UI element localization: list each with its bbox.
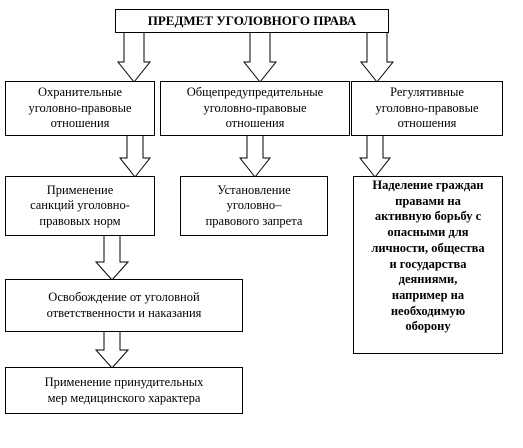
regulatory-relations-box: Регулятивные уголовно-правовые отношения	[351, 81, 503, 136]
release-box: Освобождение от уголовной ответственност…	[5, 279, 243, 332]
protective-relations-text: Охранительные уголовно-правовые отношени…	[28, 85, 132, 131]
arrow-sanctions-to-release	[94, 233, 130, 281]
arrow-title-to-protective	[116, 30, 152, 83]
prohibition-box: Установление уголовно– правового запрета	[180, 176, 328, 236]
sanctions-text: Применение санкций уголовно- правовых но…	[30, 182, 130, 228]
arrow-protective-to-sanctions	[118, 133, 152, 178]
empowerment-box: Наделение граждан правами на активную бо…	[353, 176, 503, 354]
arrow-release-to-medical	[94, 329, 130, 369]
title-text: ПРЕДМЕТ УГОЛОВНОГО ПРАВА	[147, 13, 357, 29]
preventive-relations-box: Общепредупредительные уголовно-правовые …	[160, 81, 350, 136]
medical-measures-text: Применение принудительных мер медицинско…	[44, 375, 204, 405]
arrow-title-to-preventive	[242, 30, 278, 83]
protective-relations-box: Охранительные уголовно-правовые отношени…	[5, 81, 155, 136]
release-text: Освобождение от уголовной ответственност…	[46, 290, 202, 320]
sanctions-box: Применение санкций уголовно- правовых но…	[5, 176, 155, 236]
subject-of-criminal-law-title: ПРЕДМЕТ УГОЛОВНОГО ПРАВА	[115, 9, 389, 33]
arrow-title-to-regulatory	[359, 30, 395, 83]
preventive-relations-text: Общепредупредительные уголовно-правовые …	[186, 85, 324, 131]
arrow-regulatory-to-empowerment	[358, 133, 392, 178]
prohibition-text: Установление уголовно– правового запрета	[205, 182, 303, 228]
empowerment-text: Наделение граждан правами на активную бо…	[371, 178, 485, 334]
arrow-preventive-to-prohibition	[238, 133, 272, 178]
regulatory-relations-text: Регулятивные уголовно-правовые отношения	[375, 85, 479, 131]
medical-measures-box: Применение принудительных мер медицинско…	[5, 367, 243, 414]
